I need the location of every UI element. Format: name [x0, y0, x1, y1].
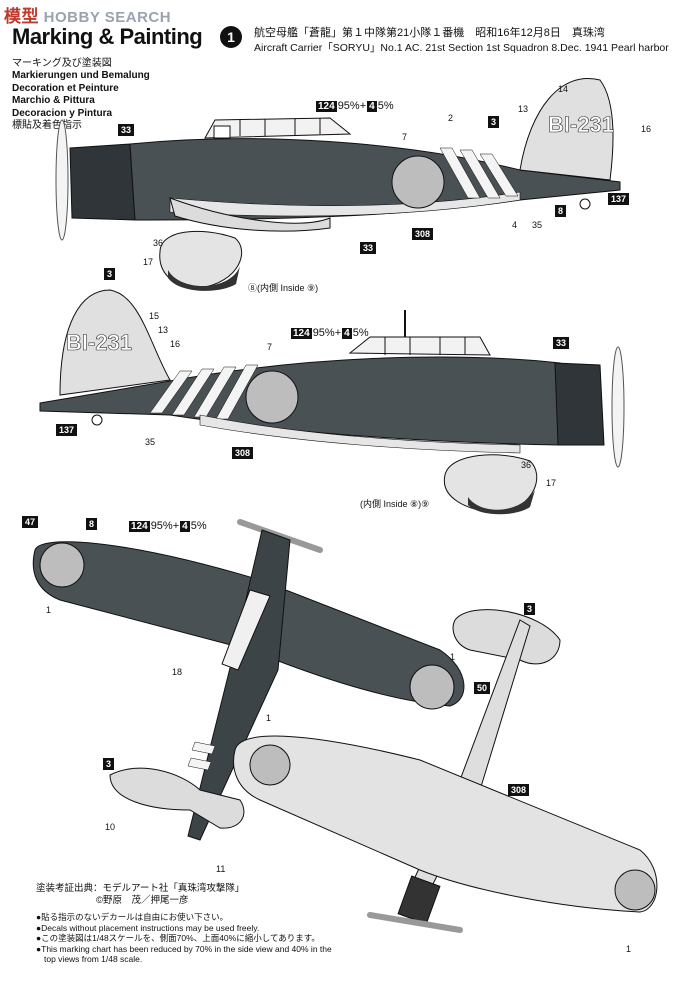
callout-2: 2 [448, 113, 454, 123]
canopy [204, 117, 352, 139]
page-title: Marking & Painting [12, 24, 203, 49]
callout-17: 17 [143, 257, 154, 267]
callout-1-b: 1 [450, 652, 456, 662]
hinomaru-right [409, 664, 455, 710]
wheel-spat [443, 454, 538, 514]
callout-35: 35 [532, 220, 543, 230]
propeller [611, 346, 625, 468]
callout-137-mid: 137 [56, 424, 78, 436]
hinomaru-under-left [249, 744, 291, 786]
hinomaru [391, 155, 445, 209]
callout-16-mid: 16 [170, 339, 181, 349]
callout-10: 10 [105, 822, 116, 832]
belly-stripe [199, 414, 521, 454]
callout-4: 4 [512, 220, 518, 230]
belly-stripe [169, 191, 521, 217]
engine-cowling-under [397, 875, 441, 925]
caption-english: Aircraft Carrier「SORYU」No.1 AC. 21st Sec… [254, 42, 669, 54]
callout-18: 18 [172, 667, 183, 677]
caption-japanese: 航空母艦「蒼龍」第１中隊第21小隊１番機 昭和16年12月8日 真珠湾 [254, 27, 605, 39]
wing-root [169, 197, 331, 232]
fuselage-stripes [149, 364, 259, 420]
inside-note-top: ⑧(内側 Inside ⑨) [248, 283, 319, 293]
callout-36-mid: 36 [521, 460, 532, 470]
tail-fin [59, 289, 171, 396]
callout-7-mid: 7 [267, 342, 273, 352]
engine-cowling [69, 143, 136, 221]
callout-36: 36 [153, 238, 164, 248]
watermark: 模型 HOBBY SEARCH [4, 7, 172, 26]
callout-1-c: 1 [266, 713, 272, 723]
callout-308-mid: 308 [232, 447, 254, 459]
top-view-upper [32, 519, 465, 841]
scheme-number-badge: 1 [220, 26, 242, 48]
callout-137: 137 [608, 193, 630, 205]
callout-14: 14 [558, 84, 569, 94]
bottom-view [233, 609, 658, 933]
callout-3-under: 3 [524, 603, 536, 615]
propeller [55, 119, 69, 241]
callout-3-stab: 3 [103, 758, 115, 770]
canopy [348, 336, 491, 356]
callout-308: 308 [412, 228, 434, 240]
title-translations: マーキング及び塗装図 Markierungen und Bemalung Dec… [12, 58, 150, 132]
wheel [468, 490, 535, 515]
callout-33-lower: 33 [360, 242, 377, 254]
callout-8-top: 8 [86, 518, 98, 530]
hinomaru-under-right [614, 869, 656, 911]
callout-11: 11 [216, 864, 226, 874]
tail-wheel [91, 414, 103, 426]
lower-wing [233, 735, 658, 913]
propeller-under [367, 912, 463, 933]
callout-15: 15 [149, 311, 160, 321]
source-credit: 塗装考証出典：モデルアート社「真珠湾攻撃隊」 ©野原 茂／押尾一彦 [36, 883, 245, 906]
notes: ●貼る指示のないデカールは自由にお使い下さい。 ●Decals without … [36, 912, 332, 964]
canopy-top [221, 589, 271, 671]
callout-33: 33 [118, 124, 135, 136]
callout-7: 7 [402, 132, 408, 142]
engine-cowling [554, 362, 605, 446]
callout-13: 13 [518, 104, 529, 114]
callout-50: 50 [474, 682, 491, 694]
side-view-right: BI-231 [39, 289, 625, 515]
callout-16: 16 [641, 124, 652, 134]
tail-code: BI-231 [548, 112, 614, 137]
callout-3-mid: 3 [104, 268, 116, 280]
callout-47: 47 [22, 516, 39, 528]
callout-35-mid: 35 [145, 437, 156, 447]
callout-1-d: 1 [626, 944, 632, 954]
inside-note-mid: (内側 Inside ⑧)⑨ [360, 499, 430, 509]
fuselage-stripes [439, 147, 519, 199]
callout-308-under: 308 [508, 784, 530, 796]
hinomaru [245, 370, 299, 424]
tail-wheel [579, 198, 591, 210]
callout-1-a: 1 [46, 605, 52, 615]
horizontal-stabilizer [109, 767, 245, 829]
callout-8: 8 [555, 205, 567, 217]
callout-17-mid: 17 [546, 478, 557, 488]
side-view-left: BI-231 [55, 78, 621, 291]
tail-code: BI-231 [66, 330, 132, 355]
tail-fin [519, 78, 614, 181]
hinomaru-left [39, 542, 85, 588]
callout-3: 3 [488, 116, 500, 128]
callout-13-mid: 13 [158, 325, 169, 335]
horizontal-stabilizer-under [452, 609, 561, 665]
wheel [168, 266, 240, 291]
tail-stripes [187, 741, 216, 771]
callout-33-mid: 33 [553, 337, 570, 349]
